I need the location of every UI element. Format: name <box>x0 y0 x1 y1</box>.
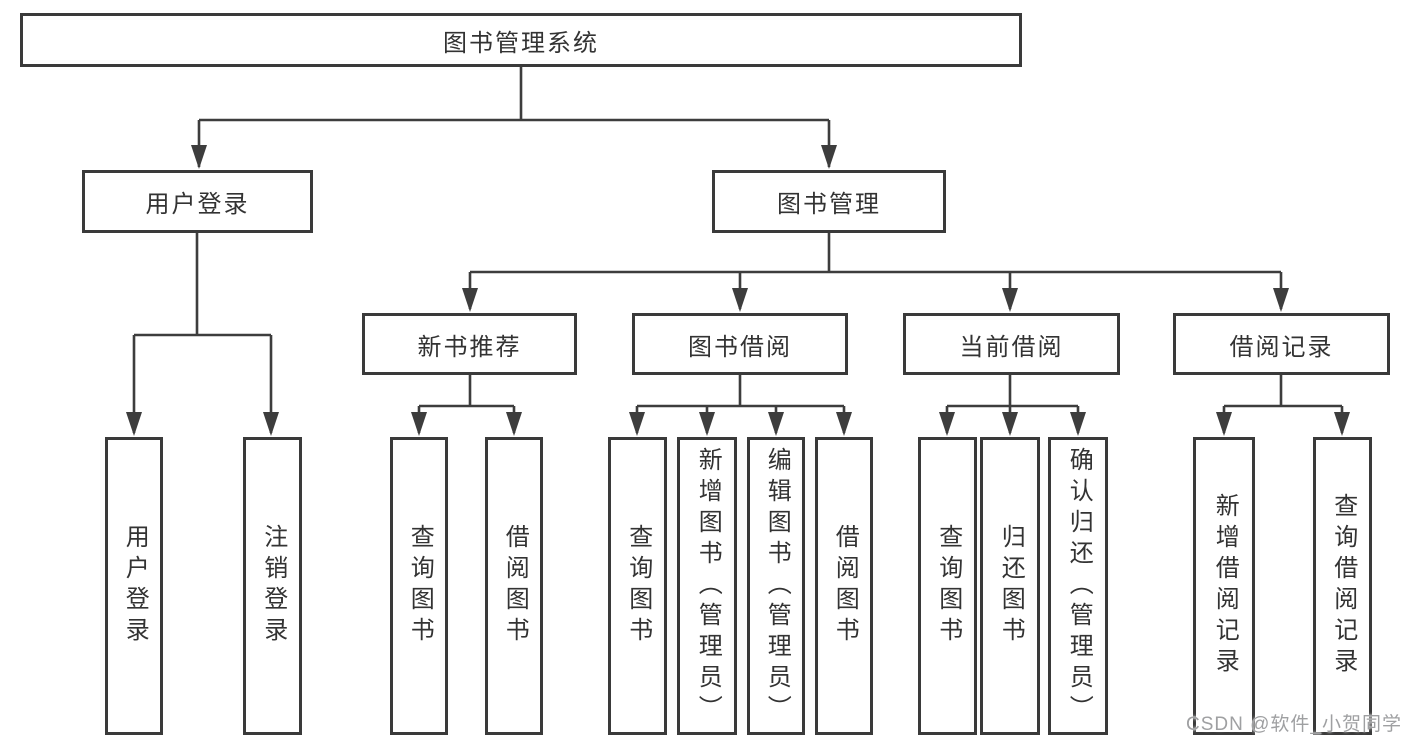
leaf-record-add-record: 新增借阅记录 <box>1193 437 1255 735</box>
leaf-rec-query-books: 查询图书 <box>390 437 448 735</box>
leaf-borrow-edit-books-admin: 编辑图书（管理员） <box>747 437 805 735</box>
leaf-borrow-add-books-admin: 新增图书（管理员） <box>677 437 737 735</box>
node-root-label: 图书管理系统 <box>443 29 599 57</box>
leaf-rec-borrow-books: 借阅图书 <box>485 437 543 735</box>
leaf-record-query-record: 查询借阅记录 <box>1313 437 1372 735</box>
leaf-borrow-borrow-books-label: 借阅图书 <box>831 524 859 648</box>
leaf-rec-borrow-books-label: 借阅图书 <box>501 524 529 648</box>
edge-rec-to-leaves <box>411 375 522 436</box>
node-borrow-records-label: 借阅记录 <box>1229 333 1334 361</box>
node-root-system: 图书管理系统 <box>20 13 1022 67</box>
csdn-watermark: CSDN @软件_小贺同学 <box>1186 714 1402 735</box>
edge-mgmt-to-level3 <box>462 233 1289 312</box>
leaf-current-confirm-return-admin-label: 确认归还（管理员） <box>1065 446 1093 726</box>
leaf-current-confirm-return-admin: 确认归还（管理员） <box>1048 437 1108 735</box>
leaf-record-add-record-label: 新增借阅记录 <box>1211 493 1239 679</box>
edge-root-to-level2 <box>191 67 837 169</box>
node-user-login: 用户登录 <box>82 170 313 233</box>
leaf-borrow-query-books: 查询图书 <box>608 437 667 735</box>
leaf-user-login: 用户登录 <box>105 437 163 735</box>
leaf-current-return-books: 归还图书 <box>980 437 1040 735</box>
leaf-borrow-borrow-books: 借阅图书 <box>815 437 873 735</box>
leaf-logout: 注销登录 <box>243 437 302 735</box>
leaf-borrow-edit-books-admin-label: 编辑图书（管理员） <box>763 446 791 726</box>
leaf-borrow-add-books-admin-label: 新增图书（管理员） <box>694 446 722 726</box>
leaf-rec-query-books-label: 查询图书 <box>406 524 434 648</box>
edge-login-to-leaves <box>126 233 279 436</box>
leaf-current-query-books-label: 查询图书 <box>934 524 962 648</box>
leaf-current-return-books-label: 归还图书 <box>997 524 1025 648</box>
edge-record-to-leaves <box>1216 375 1350 436</box>
node-book-management-label: 图书管理 <box>777 191 881 218</box>
leaf-record-query-record-label: 查询借阅记录 <box>1329 493 1357 679</box>
node-borrow-records: 借阅记录 <box>1173 313 1390 375</box>
leaf-user-login-label: 用户登录 <box>121 524 149 648</box>
node-book-management: 图书管理 <box>712 170 946 233</box>
node-user-login-label: 用户登录 <box>145 191 250 218</box>
leaf-logout-label: 注销登录 <box>259 524 287 648</box>
node-new-book-recommend: 新书推荐 <box>362 313 577 375</box>
node-book-borrowing-label: 图书借阅 <box>688 333 792 361</box>
node-current-borrowing: 当前借阅 <box>903 313 1120 375</box>
edge-current-to-leaves <box>939 375 1086 436</box>
leaf-borrow-query-books-label: 查询图书 <box>624 524 652 648</box>
node-current-borrowing-label: 当前借阅 <box>959 333 1064 361</box>
edge-borrow-to-leaves <box>629 375 852 436</box>
node-book-borrowing: 图书借阅 <box>632 313 848 375</box>
leaf-current-query-books: 查询图书 <box>918 437 977 735</box>
node-new-book-recommend-label: 新书推荐 <box>417 333 522 361</box>
